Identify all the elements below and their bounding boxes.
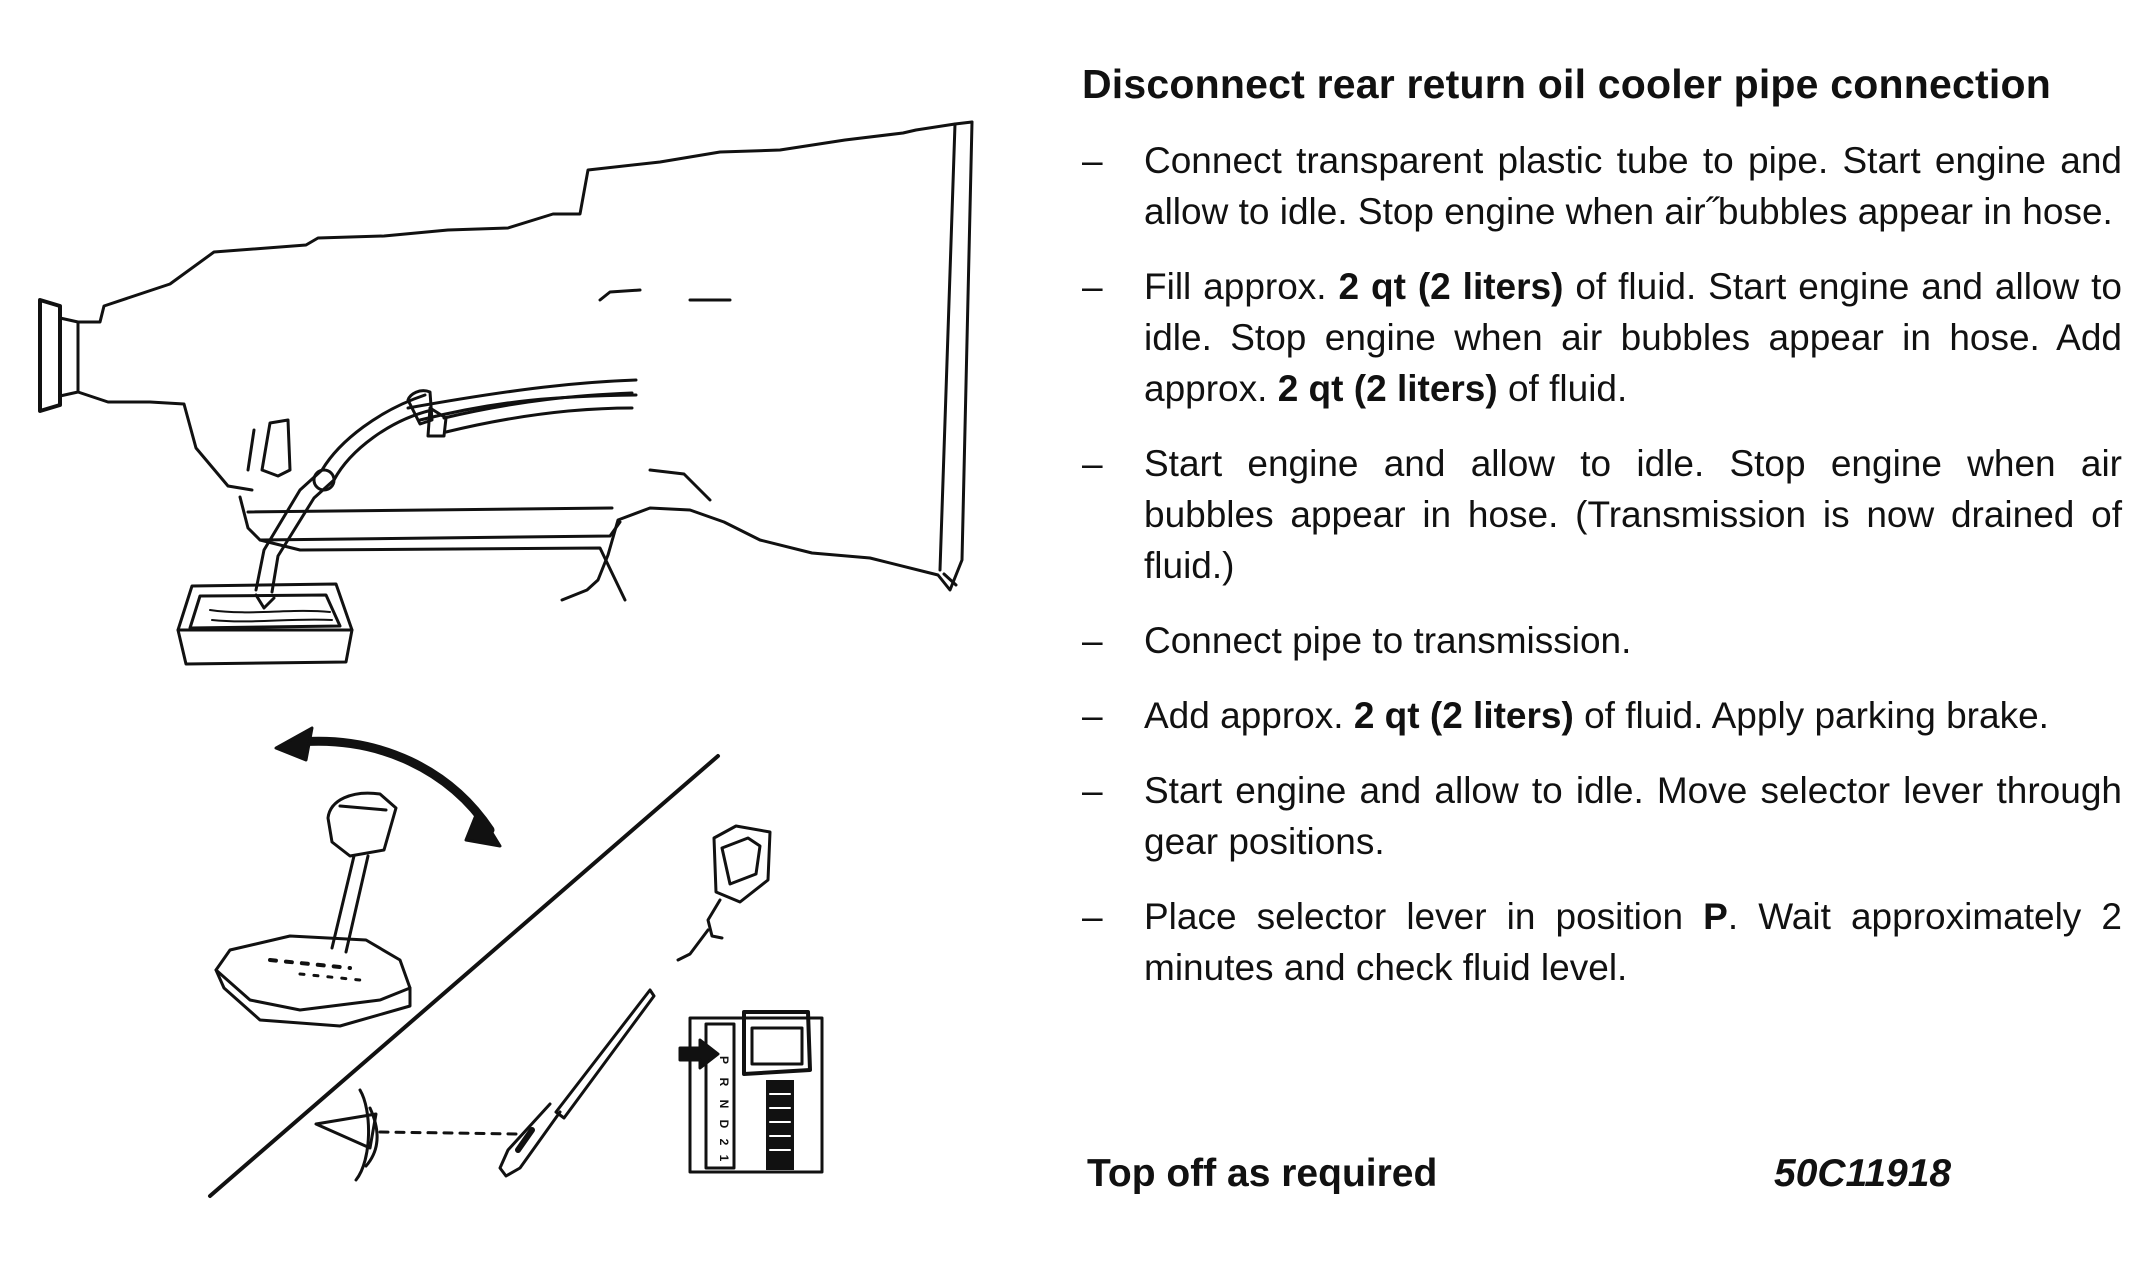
top-off-note: Top off as required (1087, 1152, 1438, 1195)
bullet-dash: – (1082, 140, 1103, 182)
gate-letter: 1 (717, 1155, 731, 1162)
step-item: –Place selector lever in position P. Wai… (1082, 891, 2122, 993)
bullet-dash: – (1082, 896, 1103, 938)
step-item: –Start engine and allow to idle. Move se… (1082, 765, 2122, 867)
sight-line (378, 1130, 522, 1136)
gate-letter: R (717, 1078, 731, 1087)
step-item: –Connect pipe to transmission. (1082, 615, 2122, 666)
step-item: –Add approx. 2 qt (2 liters) of fluid. A… (1082, 690, 2122, 741)
selector-gate-drawing: P R N D 2 1 (678, 1010, 824, 1174)
step-item: –Fill approx. 2 qt (2 liters) of fluid. … (1082, 261, 2122, 414)
gear-selector-drawing (214, 791, 412, 1028)
gate-letter: D (717, 1120, 731, 1129)
step-text: of fluid. Apply parking brake. (1573, 695, 2049, 737)
illustration: P R N D 2 1 (0, 0, 1030, 1271)
gate-letter: N (717, 1100, 731, 1109)
step-text: of fluid. Start engine and allow to idle… (1144, 266, 2123, 410)
step-item: –Connect transparent plastic tube to pip… (1082, 135, 2122, 237)
footer: Top off as required 50C11918 (1087, 1152, 2127, 1212)
double-arrow-icon (274, 726, 502, 848)
bold-text: 2 qt (2 liters) (1353, 695, 1574, 737)
transmission-drawing (38, 120, 974, 602)
bold-text: P (1703, 896, 1728, 938)
figure-code: 50C11918 (1774, 1152, 1952, 1195)
bullet-dash: – (1082, 443, 1103, 485)
step-text: Connect pipe to transmission. (1144, 620, 1632, 662)
step-text: Fill approx. (1144, 266, 1339, 308)
step-text: Connect transparent plastic tube to pipe… (1144, 140, 2122, 233)
gate-letter: P (717, 1056, 731, 1064)
eye-icon (314, 1088, 379, 1182)
plastic-tube-drawing (254, 393, 434, 610)
bold-text: 2 qt (2 liters) (1338, 266, 1564, 308)
step-item: –Start engine and allow to idle. Stop en… (1082, 438, 2122, 591)
step-text: of fluid. (1497, 368, 1628, 410)
drain-pan-drawing (176, 582, 354, 666)
step-text: Place selector lever in position (1144, 896, 1704, 938)
instructions-column: Disconnect rear return oil cooler pipe c… (1082, 60, 2122, 1017)
steps-list: –Connect transparent plastic tube to pip… (1082, 135, 2122, 993)
bold-text: 2 qt (2 liters) (1277, 368, 1498, 410)
step-text: . Wait approximately 2 minutes and check… (1144, 896, 2122, 989)
step-text: Start engine and allow to idle. Move sel… (1144, 770, 2122, 863)
step-text: Add approx. (1144, 695, 1354, 737)
bullet-dash: – (1082, 770, 1103, 812)
scan-tool-drawing (676, 824, 772, 962)
bullet-dash: – (1082, 266, 1103, 308)
bullet-dash: – (1082, 695, 1103, 737)
section-heading: Disconnect rear return oil cooler pipe c… (1082, 61, 2051, 107)
divider-line (208, 754, 720, 1198)
gate-letter: 2 (717, 1139, 731, 1146)
step-text: Start engine and allow to idle. Stop eng… (1144, 443, 2122, 587)
dipstick-drawing (498, 988, 656, 1178)
bullet-dash: – (1082, 620, 1103, 662)
